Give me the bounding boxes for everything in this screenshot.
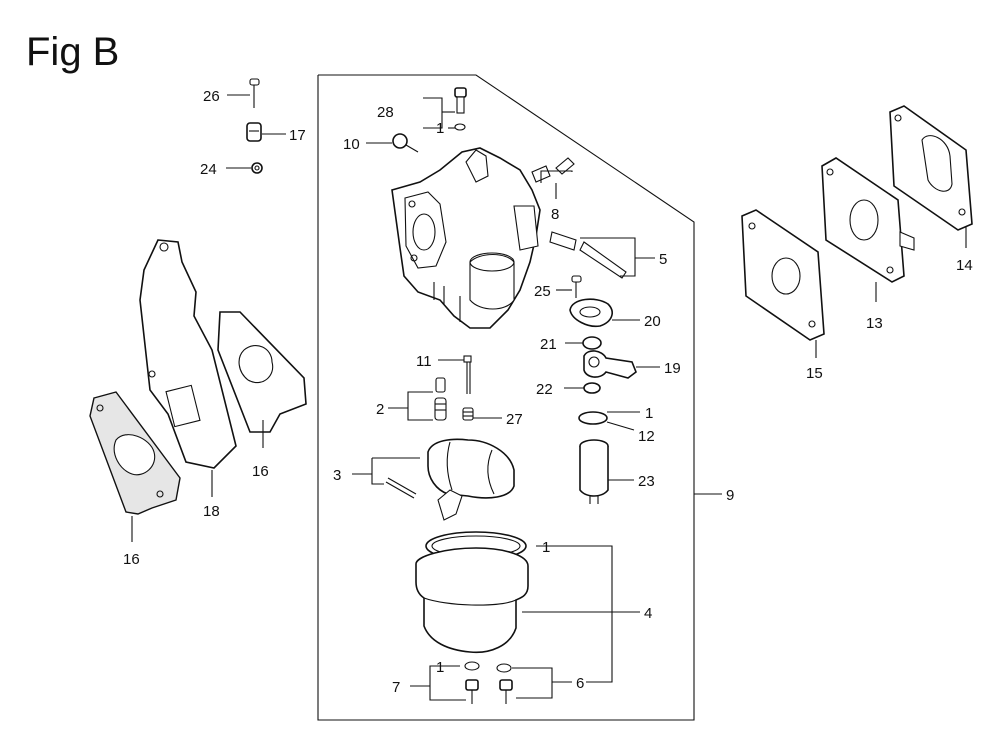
callout-14: 14 bbox=[956, 257, 973, 274]
callout-27: 27 bbox=[506, 411, 523, 428]
callout-2: 2 bbox=[376, 401, 384, 418]
callout-6: 6 bbox=[576, 675, 584, 692]
callout-28: 28 bbox=[377, 104, 394, 121]
callout-23: 23 bbox=[638, 473, 655, 490]
figure-title: Fig B bbox=[26, 30, 120, 74]
callout-1-top: 1 bbox=[436, 120, 444, 137]
spring-icon bbox=[462, 407, 474, 421]
callout-21: 21 bbox=[540, 336, 557, 353]
callout-26: 26 bbox=[203, 88, 220, 105]
bolt-icon bbox=[496, 663, 513, 704]
callout-25: 25 bbox=[534, 283, 551, 300]
screw-spring-icon bbox=[434, 377, 447, 421]
callout-16-upper: 16 bbox=[252, 463, 269, 480]
gasket-icon bbox=[89, 391, 181, 515]
bracket-icon bbox=[139, 239, 237, 469]
screw-spring-icon bbox=[549, 231, 627, 279]
callout-22: 22 bbox=[536, 381, 553, 398]
screw-icon bbox=[392, 133, 419, 153]
screw-icon bbox=[571, 275, 582, 298]
gasket-icon bbox=[889, 105, 973, 231]
callout-1-bolt: 1 bbox=[436, 659, 444, 676]
callout-13: 13 bbox=[866, 315, 883, 332]
callout-24: 24 bbox=[200, 161, 217, 178]
callout-3: 3 bbox=[333, 467, 341, 484]
float-icon bbox=[385, 438, 515, 521]
callout-17: 17 bbox=[289, 127, 306, 144]
callout-18: 18 bbox=[203, 503, 220, 520]
callout-19: 19 bbox=[664, 360, 681, 377]
gasket-icon bbox=[217, 311, 307, 433]
callout-16-lower: 16 bbox=[123, 551, 140, 568]
callout-5: 5 bbox=[659, 251, 667, 268]
gasket-icon bbox=[741, 209, 825, 341]
float-bowl-icon bbox=[415, 531, 529, 654]
screw-icon bbox=[454, 87, 467, 131]
callout-1-gasket: 1 bbox=[542, 539, 550, 556]
needle-icon bbox=[463, 355, 472, 394]
washer-icon bbox=[251, 162, 263, 174]
callout-9: 9 bbox=[726, 487, 734, 504]
callout-11: 11 bbox=[416, 353, 432, 370]
bolt-icon bbox=[464, 661, 480, 704]
filter-icon bbox=[579, 439, 609, 504]
bolt-icon bbox=[249, 78, 260, 108]
callout-15: 15 bbox=[806, 365, 823, 382]
callout-1-oring: 1 bbox=[645, 405, 653, 422]
callout-12: 12 bbox=[638, 428, 655, 445]
callout-7: 7 bbox=[392, 679, 400, 696]
o-ring-icon bbox=[582, 336, 602, 350]
callout-4: 4 bbox=[644, 605, 652, 622]
callout-8: 8 bbox=[551, 206, 559, 223]
callout-20: 20 bbox=[644, 313, 661, 330]
carburetor-body-icon bbox=[391, 147, 541, 329]
o-ring-icon bbox=[578, 411, 608, 425]
callout-10: 10 bbox=[343, 136, 360, 153]
insulator-icon bbox=[821, 157, 915, 283]
packing-icon bbox=[583, 382, 601, 394]
screw-spring-icon bbox=[531, 157, 575, 183]
nut-icon bbox=[246, 122, 262, 142]
assembly-boundary bbox=[317, 74, 695, 721]
cover-plate-icon bbox=[569, 298, 613, 328]
lever-icon bbox=[583, 350, 637, 379]
